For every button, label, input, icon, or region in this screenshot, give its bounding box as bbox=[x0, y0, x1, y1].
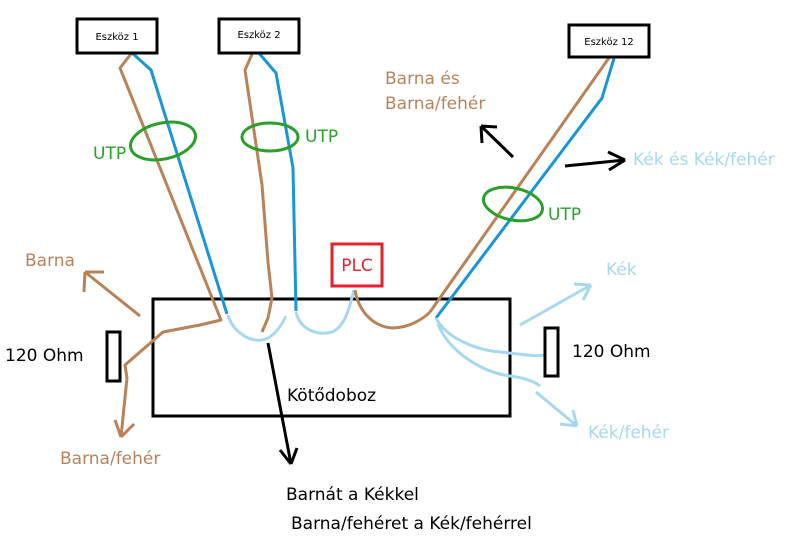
barna-es-barna-feher-label-2: Barna/fehér bbox=[385, 94, 485, 114]
device2-brown-wire bbox=[243, 51, 274, 333]
utp-ellipse-2 bbox=[240, 121, 300, 153]
kek-feher-label: Kék/fehér bbox=[588, 423, 669, 443]
utp-ellipse-1 bbox=[129, 120, 197, 162]
barna-feher-label: Barna/fehér bbox=[60, 449, 160, 469]
device1-box: Eszköz 1 bbox=[75, 17, 159, 55]
device12-box: Eszköz 12 bbox=[567, 23, 651, 59]
device1-brown-wire bbox=[118, 53, 223, 379]
device2-label: Eszköz 2 bbox=[237, 30, 280, 41]
barna-label: Barna bbox=[25, 251, 75, 271]
plc-box bbox=[330, 242, 384, 288]
device2-box: Eszköz 2 bbox=[217, 17, 301, 55]
device12-brown-wire bbox=[428, 54, 613, 313]
utp-ellipse-3 bbox=[481, 185, 545, 223]
utp-label-2: UTP bbox=[305, 127, 338, 147]
resistor-left bbox=[105, 330, 122, 383]
kek-arrow bbox=[519, 282, 593, 327]
resistor-left-label: 120 Ohm bbox=[5, 346, 84, 366]
black-arrow-up-left bbox=[479, 124, 515, 159]
light-blue-wire-mid bbox=[294, 289, 356, 335]
device1-label: Eszköz 1 bbox=[95, 32, 138, 43]
device2-blue-wire bbox=[256, 51, 298, 312]
black-arrow-down bbox=[266, 342, 299, 465]
kek-feher-arrow bbox=[535, 390, 579, 428]
junction-box bbox=[151, 297, 512, 418]
barna-arrow bbox=[82, 270, 141, 318]
device1-blue-wire bbox=[129, 50, 229, 315]
barna-es-barna-feher-label-1: Barna és bbox=[385, 69, 460, 89]
junction-box-label: Kötődoboz bbox=[287, 386, 376, 406]
kek-label: Kék bbox=[606, 260, 637, 280]
black-arrow-right bbox=[564, 150, 626, 172]
barna-feher-arrow bbox=[113, 377, 136, 439]
device12-label: Eszköz 12 bbox=[584, 37, 633, 48]
kek-es-kek-feher-label: Kék és Kék/fehér bbox=[633, 150, 775, 170]
light-blue-wire-right bbox=[434, 317, 547, 358]
resistor-right-label: 120 Ohm bbox=[572, 342, 651, 362]
note-line-2: Barna/fehéret a Kék/fehérrel bbox=[291, 514, 532, 534]
utp-label-1: UTP bbox=[93, 144, 126, 164]
brown-wire-mid bbox=[353, 289, 432, 330]
note-line-1: Barnát a Kékkel bbox=[286, 485, 419, 505]
device12-blue-wire bbox=[434, 54, 617, 319]
resistor-right bbox=[543, 326, 560, 378]
light-blue-wire-right-lower bbox=[436, 323, 541, 388]
plc-label: PLC bbox=[341, 256, 373, 276]
light-blue-wire-left-loop bbox=[226, 314, 288, 342]
utp-label-3: UTP bbox=[548, 205, 581, 225]
